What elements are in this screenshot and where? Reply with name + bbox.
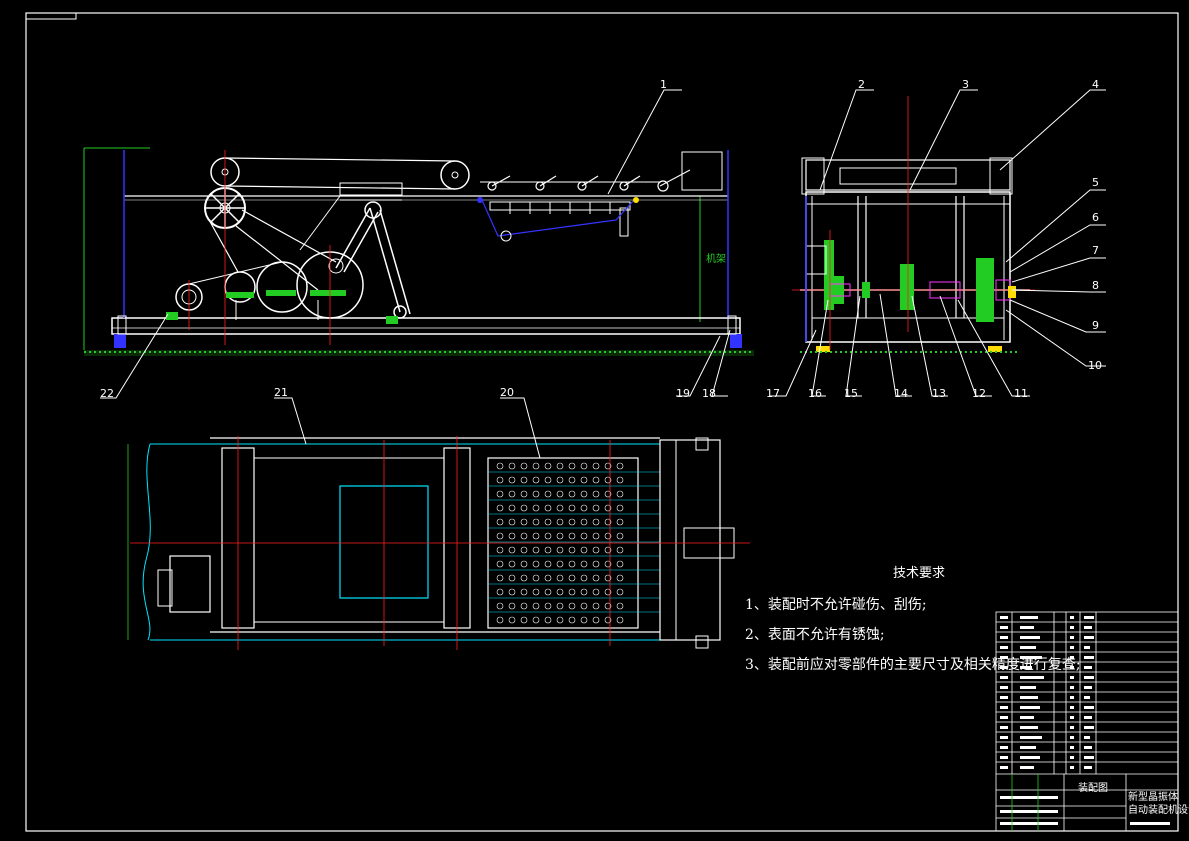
- callout-7: 7: [1092, 244, 1099, 257]
- side-view: [792, 96, 1035, 353]
- linkage-pivot-top: [364, 201, 382, 219]
- callout-4: 4: [1092, 78, 1099, 91]
- side-top-left-block: [801, 157, 825, 195]
- side-top-roller: [839, 167, 957, 185]
- drive-belt-2: [241, 209, 337, 263]
- top-break-left: [142, 443, 151, 641]
- callout-2: 2: [858, 78, 865, 91]
- callout-18: 18: [702, 387, 716, 400]
- callout-6: 6: [1092, 211, 1099, 224]
- callout-20: 20: [500, 386, 514, 399]
- front-side-label: 机架: [706, 252, 726, 265]
- callout-3: 3: [962, 78, 969, 91]
- callout-17: 17: [766, 387, 780, 400]
- linkage-arm-3: [343, 211, 379, 273]
- linkage-arm-4: [369, 207, 401, 313]
- top-motor: [169, 555, 211, 613]
- callout-16: 16: [808, 387, 822, 400]
- motor-belt: [188, 261, 283, 285]
- front-post-right: [727, 315, 737, 335]
- side-top-right-block: [989, 157, 1013, 195]
- side-yellow-parts: [816, 286, 1016, 352]
- callout-19: 19: [676, 387, 690, 400]
- top-view: [127, 436, 750, 650]
- top-tray-cells: [496, 462, 624, 624]
- upper-slider-block: [339, 182, 403, 196]
- callout-22: 22: [100, 387, 114, 400]
- top-right-small-2: [695, 635, 709, 649]
- title-block-drawing-name: 装配图: [1078, 781, 1108, 794]
- side-green-parts: [824, 240, 994, 322]
- callout-9: 9: [1092, 319, 1099, 332]
- leader-lines: [100, 89, 1106, 459]
- title-block-project-line1: 新型晶振体: [1128, 790, 1178, 803]
- front-base-frame: [111, 317, 741, 335]
- sheet-border: [25, 12, 1179, 832]
- callout-1: 1: [660, 78, 667, 91]
- callout-5: 5: [1092, 176, 1099, 189]
- parts-list: [995, 611, 1179, 832]
- callout-numbers: 1 2 3 4 5 6 7 8 9 10 11 12 13 14 15 16 1…: [100, 78, 1102, 400]
- pickup-heads: [487, 175, 669, 192]
- requirement-3: 3、装配前应对零部件的主要尺寸及相关精度进行复查;: [745, 657, 1081, 673]
- requirement-1: 1、装配时不允许碰伤、刮伤;: [745, 597, 927, 613]
- requirements-title: 技术要求: [893, 566, 946, 581]
- sheet-corner-box: [25, 12, 77, 20]
- linkage-pivot-bottom: [393, 305, 407, 319]
- title-block-project-line2: 自动装配机设计: [1128, 803, 1189, 816]
- top-motor-side: [157, 569, 173, 607]
- pickup-cable: [481, 199, 635, 237]
- callout-10: 10: [1088, 359, 1102, 372]
- callout-15: 15: [844, 387, 858, 400]
- callout-13: 13: [932, 387, 946, 400]
- top-right-small-1: [695, 437, 709, 451]
- linkage-arm-6: [299, 195, 341, 251]
- upper-pulley-right: [440, 160, 470, 190]
- callout-12: 12: [972, 387, 986, 400]
- bearing-blocks-front: [166, 290, 398, 324]
- top-right-frame: [659, 439, 721, 641]
- callout-8: 8: [1092, 279, 1099, 292]
- callout-21: 21: [274, 386, 288, 399]
- requirement-2: 2、表面不允许有锈蚀;: [745, 627, 885, 643]
- top-belt-area: [253, 457, 445, 623]
- front-view: 机架: [83, 147, 754, 356]
- top-tray-lines: [488, 471, 660, 613]
- pickup-cable-node-1: [477, 197, 483, 203]
- drive-belt-3: [235, 225, 319, 291]
- callout-11: 11: [1014, 387, 1028, 400]
- parts-list-marks: [1000, 616, 1170, 825]
- upper-belt-top: [224, 157, 456, 162]
- pickup-cable-node-2: [633, 197, 639, 203]
- pickup-actuator-link: [659, 169, 691, 187]
- front-foot-right: [730, 334, 742, 348]
- front-foot-left: [114, 334, 126, 348]
- callout-14: 14: [894, 387, 908, 400]
- front-post-left: [117, 315, 127, 335]
- drive-belt-1: [207, 217, 239, 273]
- pickup-nozzles: [489, 201, 631, 237]
- pickup-actuator: [681, 151, 723, 191]
- pickup-cable-pulley: [500, 230, 512, 242]
- linkage-arm-5: [379, 209, 411, 315]
- linkage-arm-2: [335, 207, 371, 269]
- upper-pulley-right-hub: [451, 171, 459, 179]
- gear-c-hub: [328, 258, 344, 274]
- gear-b: [256, 261, 308, 313]
- title-block-green: [1011, 774, 1039, 831]
- side-motor-left: [805, 245, 827, 275]
